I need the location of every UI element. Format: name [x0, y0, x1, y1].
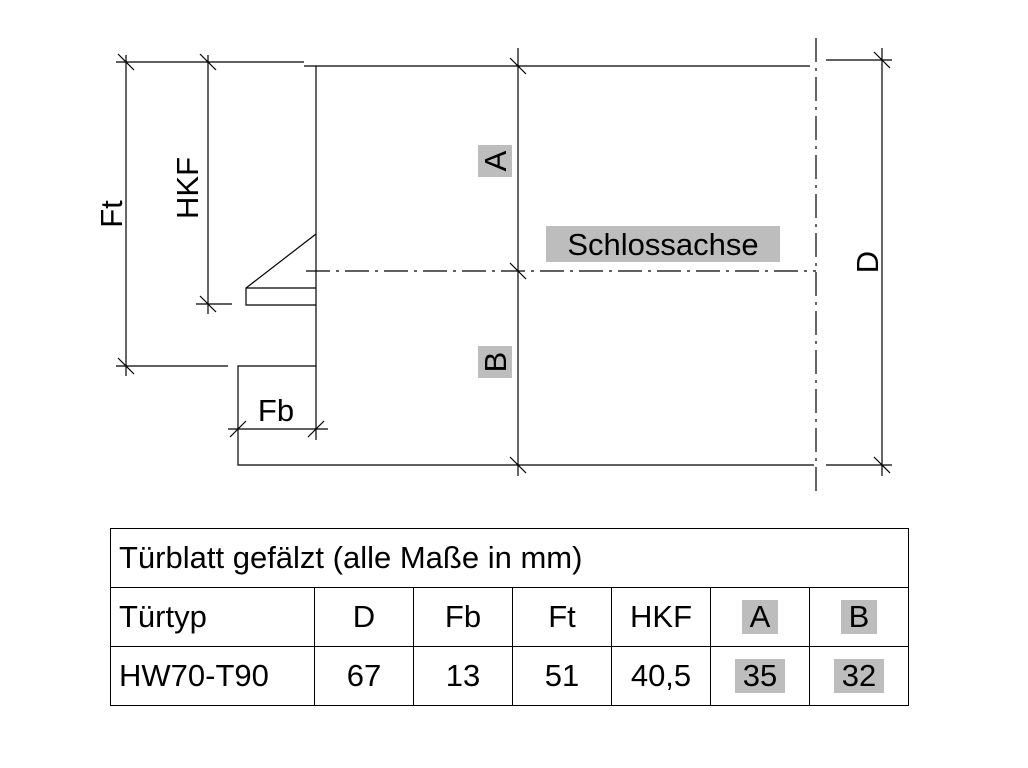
ft-label: Ft [94, 200, 129, 228]
cell-door-type: HW70-T90 [110, 646, 315, 706]
value-b-chip: 32 [833, 659, 885, 693]
cell-b: 32 [808, 646, 910, 706]
b-label: B [478, 352, 513, 373]
cell-fb: 13 [413, 646, 513, 706]
header-cell-d: D [314, 587, 414, 647]
hkf-label: HKF [170, 157, 205, 219]
dimensions-table: Türblatt gefälzt (alle Maße in mm) Türty… [109, 528, 910, 706]
header-a-chip: A [741, 600, 779, 634]
a-label-highlight [478, 145, 512, 177]
table-row: HW70-T90 67 13 51 40,5 35 32 [110, 646, 910, 706]
door-profile-outline [237, 65, 814, 466]
lock-axis-label-highlight [546, 226, 780, 262]
header-cell-fb: Fb [413, 587, 513, 647]
table-title-row: Türblatt gefälzt (alle Maße in mm) [109, 528, 910, 588]
cell-ft: 51 [512, 646, 612, 706]
door-profile-drawing: Ft HKF A B Schlossachse D Fb [94, 38, 892, 495]
lock-hardware-shape [245, 233, 317, 306]
header-cell-ft: Ft [512, 587, 612, 647]
cell-d: 67 [314, 646, 414, 706]
header-b-chip: B [840, 600, 878, 634]
header-cell-hkf: HKF [611, 587, 711, 647]
a-label: A [478, 150, 513, 171]
header-cell-door-type: Türtyp [110, 587, 315, 647]
d-label: D [850, 251, 885, 273]
cell-a: 35 [710, 646, 810, 706]
table-title: Türblatt gefälzt (alle Maße in mm) [109, 528, 910, 588]
header-cell-a: A [710, 587, 810, 647]
fb-label: Fb [258, 393, 294, 428]
cell-hkf: 40,5 [611, 646, 711, 706]
value-a-chip: 35 [734, 659, 786, 693]
lock-axis-label: Schlossachse [567, 227, 758, 262]
table-header-row: Türtyp D Fb Ft HKF A B [110, 587, 910, 647]
b-label-highlight [478, 346, 512, 378]
header-cell-b: B [808, 587, 910, 647]
